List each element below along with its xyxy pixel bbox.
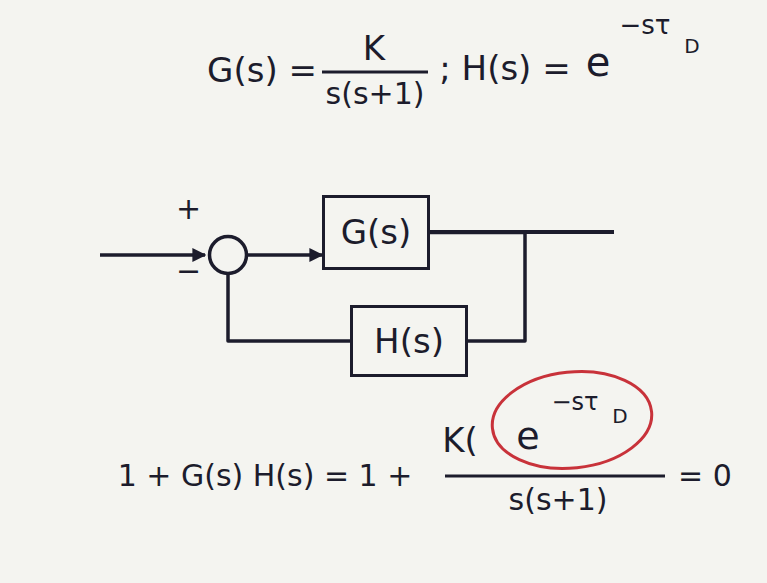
sign-label: +: [176, 191, 201, 227]
exponential-base: e: [516, 414, 539, 460]
signal-line: [430, 233, 525, 342]
equation-text: ; H(s) =: [439, 48, 570, 89]
numerator: K(: [442, 420, 478, 461]
equation-text: 1 + G(s) H(s) = 1 +: [118, 458, 413, 494]
exponential-base: e: [586, 38, 611, 86]
highlight-ellipse: [487, 364, 656, 476]
subscript: D: [684, 34, 699, 58]
equation-text: = 0: [678, 458, 732, 494]
exponent: −sτ: [551, 388, 598, 417]
denominator: s(s+1): [509, 482, 608, 518]
exponent: −sτ: [620, 10, 671, 41]
fraction-bar: [322, 71, 428, 74]
signal-line: [228, 275, 350, 341]
equation-text: G(s) =: [207, 50, 317, 91]
process-box: H(s): [350, 305, 468, 377]
process-box: G(s): [322, 195, 430, 270]
block-label: G(s): [341, 212, 412, 253]
sign-label: −: [176, 253, 201, 289]
subscript: D: [612, 404, 627, 428]
circle-outline: [208, 235, 248, 275]
circle-outline: [210, 237, 247, 274]
signal-line: [248, 253, 322, 257]
numerator: K: [363, 28, 385, 69]
block-label: H(s): [374, 321, 444, 362]
denominator: s(s+1): [326, 76, 425, 112]
fraction-bar: [445, 475, 665, 478]
summing-junction: +−: [208, 235, 248, 275]
